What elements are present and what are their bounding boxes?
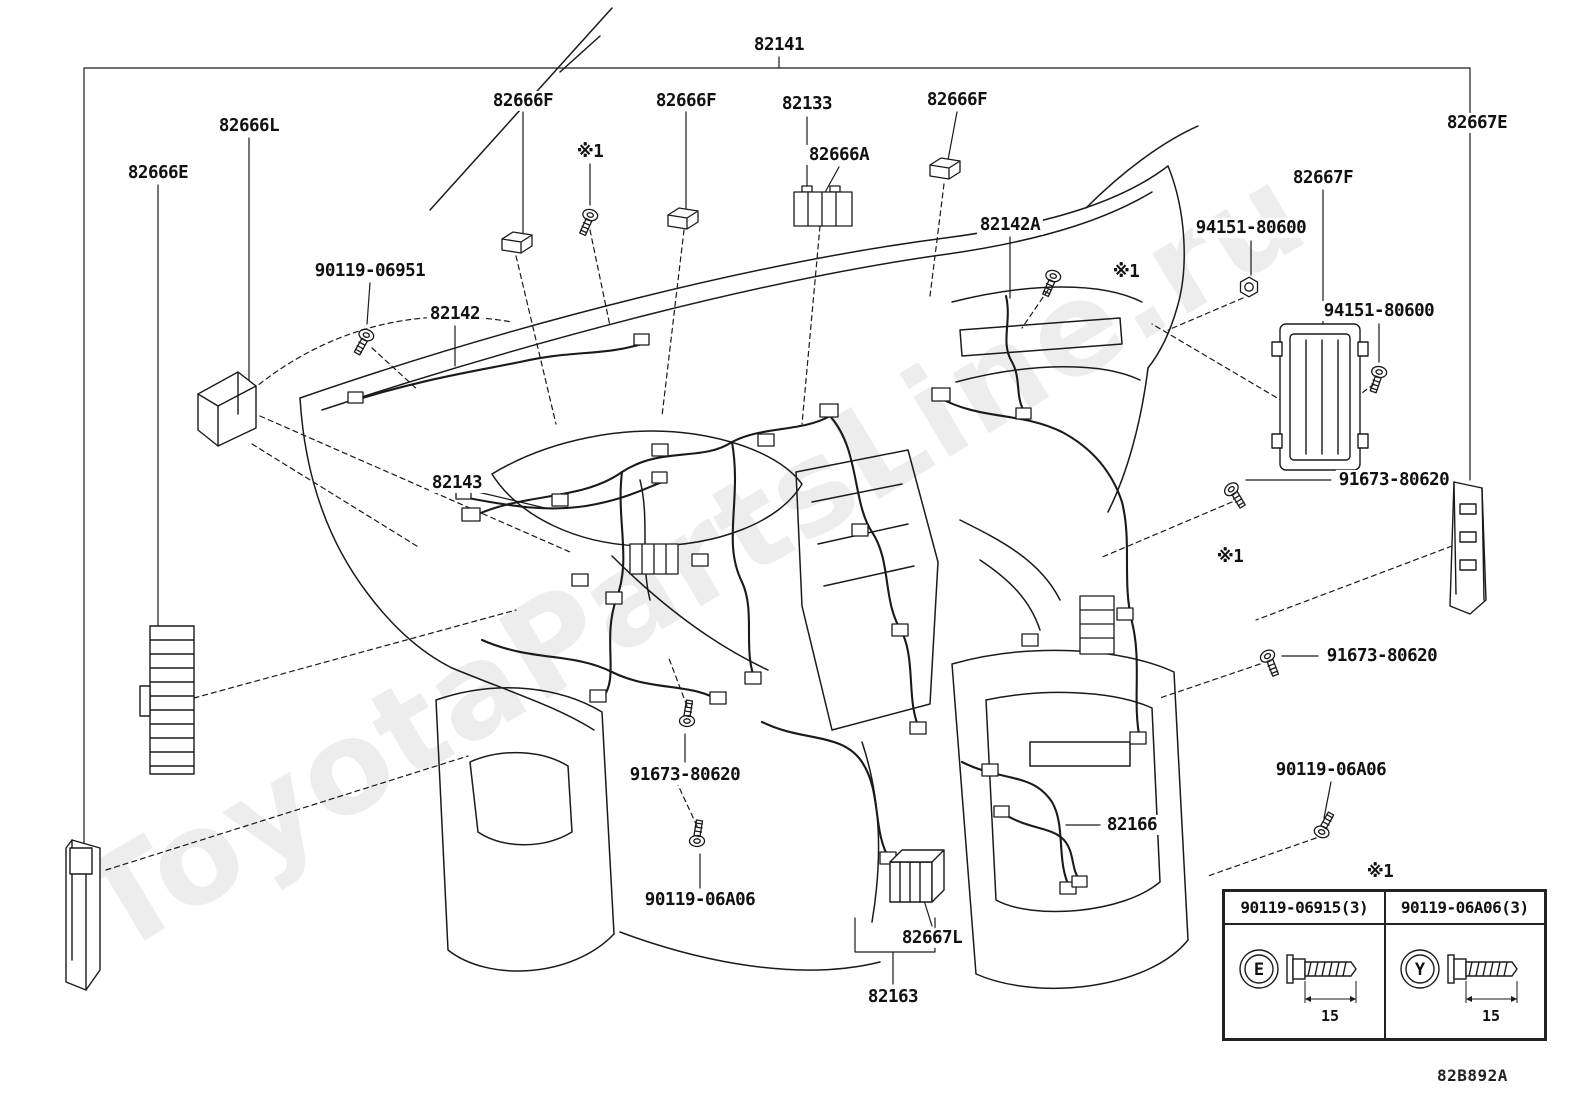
fastener-legend-table: 90119-06915(3) 90119-06A06(3) E 15 Y	[1222, 889, 1547, 1041]
part-label-82666F: 82666F	[652, 90, 720, 112]
part-label-82143: 82143	[428, 472, 486, 494]
part-label-9167380620: 91673-80620	[1323, 645, 1441, 667]
bolt-length-dim: 15	[1482, 1007, 1500, 1025]
diagram-code: 82B892A	[1437, 1066, 1508, 1085]
note-mark-label: ※1	[573, 141, 607, 163]
part-82667l-art	[889, 849, 945, 903]
dashed-locator-lines	[105, 183, 1453, 877]
part-label-9011906A06: 90119-06A06	[641, 889, 759, 911]
part-label-82166: 82166	[1103, 814, 1161, 836]
legend-part-number: 90119-06915(3)	[1224, 891, 1385, 924]
side-parts	[65, 323, 1487, 991]
legend-bolt-cell: E 15	[1224, 924, 1385, 1039]
connector-blocks	[347, 157, 1147, 895]
note-mark-label: ※1	[1109, 261, 1143, 283]
part-label-9167380620: 91673-80620	[1335, 469, 1453, 491]
part-label-9167380620: 91673-80620	[626, 764, 744, 786]
part-label-9415180600: 94151-80600	[1192, 217, 1310, 239]
part-82666b-art	[65, 839, 101, 991]
part-label-9415180600: 94151-80600	[1320, 300, 1438, 322]
part-82667f-art	[1271, 323, 1369, 471]
note-mark-label: ※1	[1213, 546, 1247, 568]
part-label-82666L: 82666L	[215, 115, 283, 137]
part-label-82666E: 82666E	[124, 162, 192, 184]
legend-part-number: 90119-06A06(3)	[1384, 891, 1545, 924]
part-label-82667E: 82667E	[1443, 112, 1511, 134]
part-label-9011906A06: 90119-06A06	[1272, 759, 1390, 781]
part-label-82666A: 82666A	[805, 144, 873, 166]
bolt-length-dim: 15	[1321, 1007, 1339, 1025]
part-label-82667F: 82667F	[1289, 167, 1357, 189]
part-label-82142A: 82142A	[976, 214, 1044, 236]
part-label-82133: 82133	[778, 93, 836, 115]
part-82666e-art	[139, 625, 195, 775]
part-label-82666F: 82666F	[923, 89, 991, 111]
part-label-82142: 82142	[426, 303, 484, 325]
legend-bolt-cell: Y 15	[1384, 924, 1545, 1039]
part-82667e-art	[1449, 481, 1487, 615]
junction-blocks	[629, 185, 1115, 655]
note-mark-label: ※1	[1363, 861, 1397, 883]
part-label-82667L: 82667L	[898, 927, 966, 949]
part-label-82163: 82163	[864, 986, 922, 1008]
part-82666l-art	[197, 371, 257, 447]
bolt-head-letter: E	[1254, 960, 1264, 980]
bolt-head-letter: Y	[1415, 960, 1426, 980]
part-label-82141: 82141	[750, 34, 808, 56]
part-label-82666F: 82666F	[489, 90, 557, 112]
part-label-9011906951: 90119-06951	[311, 260, 429, 282]
